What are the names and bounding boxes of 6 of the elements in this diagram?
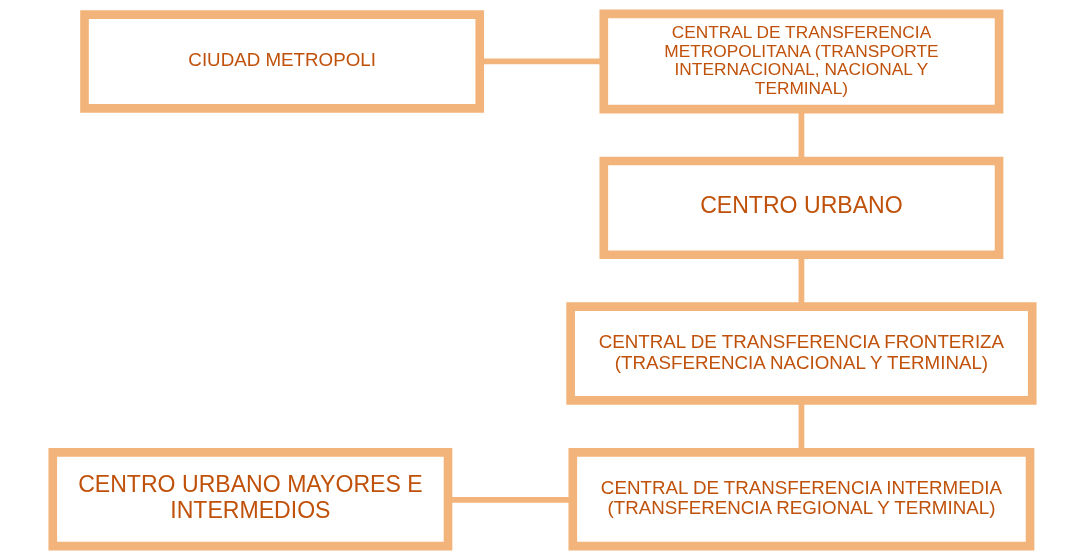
node-box: CIUDAD METROPOLI xyxy=(79,10,484,113)
node-box: CENTRO URBANO xyxy=(598,156,1003,260)
node-box: CENTRO URBANO MAYORES E INTERMEDIOS xyxy=(47,448,452,551)
node-box: CENTRAL DE TRANSFERENCIA INTERMEDIA (TRANSFERENCIA REGIONAL Y TERMINAL) xyxy=(567,448,1034,551)
node-box: CENTRAL DE TRANSFERENCIA METROPOLITANA (TRANSPORTE INTERNACIONAL, NACIONAL Y TERMINAL) xyxy=(598,9,1003,114)
node-box: CENTRAL DE TRANSFERENCIA FRONTERIZA (TRASFERENCIA NACIONAL Y TERMINAL) xyxy=(565,302,1037,405)
